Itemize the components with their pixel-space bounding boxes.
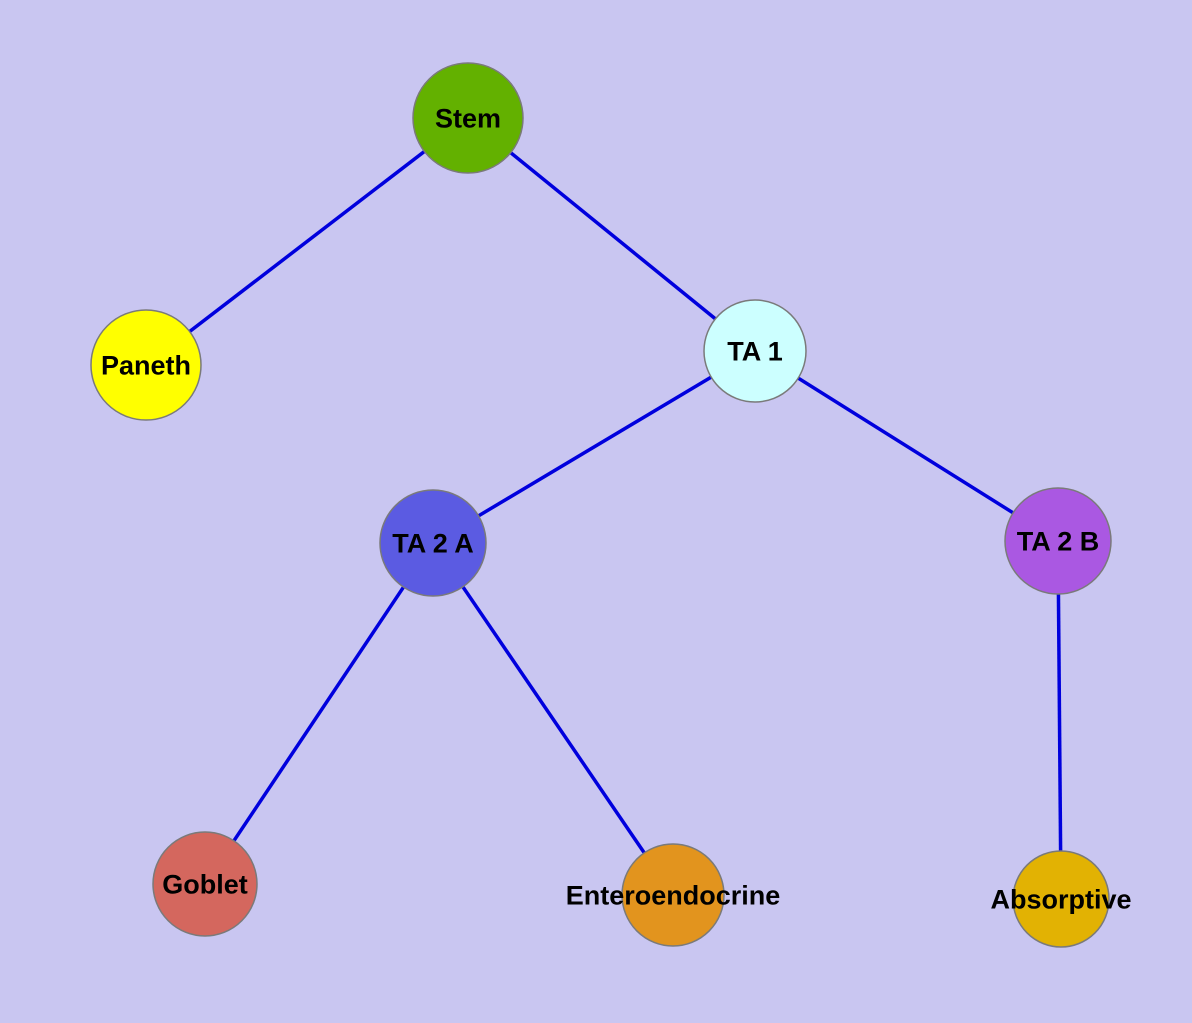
edge-ta1-to-ta2a — [432, 349, 756, 545]
edge-ta2a-to-goblet — [203, 542, 435, 885]
node-circle-ta1 — [703, 299, 807, 403]
node-label-ta2a: TA 2 A — [392, 528, 474, 558]
node-label-ta2b: TA 2 B — [1017, 526, 1100, 556]
node-label-goblet: Goblet — [162, 869, 248, 899]
node-ta2a: TA 2 A — [379, 489, 487, 597]
node-circle-ta2a — [379, 489, 487, 597]
node-ta1: TA 1 — [703, 299, 807, 403]
node-paneth: Paneth — [90, 309, 202, 421]
edge-ta2b-to-absorptive — [1056, 540, 1063, 900]
node-absorptive: Absorptive — [990, 850, 1132, 948]
node-circle-enteroendocrine — [621, 843, 725, 947]
node-circle-goblet — [152, 831, 258, 937]
edge-stem-to-paneth — [144, 116, 470, 367]
edge-ta1-to-ta2b — [754, 349, 1059, 543]
node-label-paneth: Paneth — [101, 350, 191, 380]
edge-stem-to-ta1 — [466, 116, 757, 353]
node-stem: Stem — [412, 62, 524, 174]
node-label-stem: Stem — [435, 103, 501, 133]
node-circle-paneth — [90, 309, 202, 421]
node-circle-absorptive — [1012, 850, 1110, 948]
node-label-enteroendocrine: Enteroendocrine — [566, 880, 781, 910]
node-ta2b: TA 2 B — [1004, 487, 1112, 595]
node-enteroendocrine: Enteroendocrine — [566, 843, 781, 947]
node-label-absorptive: Absorptive — [990, 884, 1131, 914]
edge-ta2a-to-enteroendocrine — [431, 542, 675, 896]
node-circle-ta2b — [1004, 487, 1112, 595]
node-circle-stem — [412, 62, 524, 174]
node-goblet: Goblet — [152, 831, 258, 937]
node-label-ta1: TA 1 — [727, 336, 783, 366]
